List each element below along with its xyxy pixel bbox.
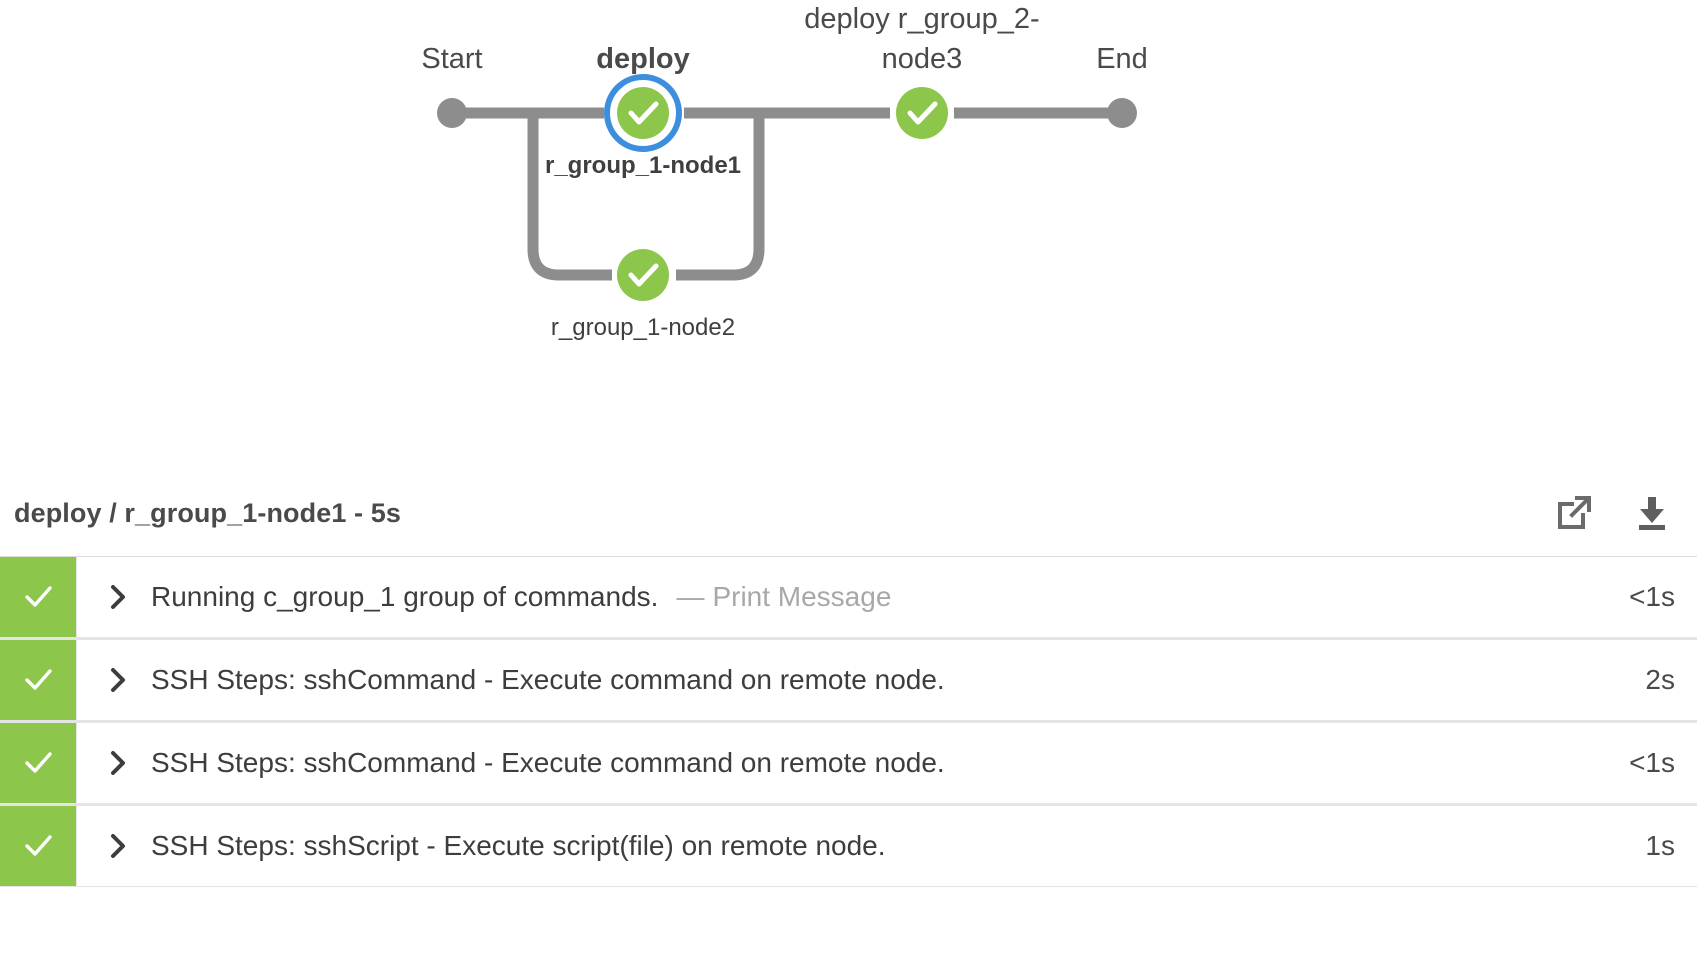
check-icon	[25, 835, 52, 856]
check-icon	[628, 263, 659, 287]
details-actions	[1553, 492, 1683, 534]
graph-edges	[452, 107, 1122, 281]
node-circle-success	[617, 87, 669, 139]
log-row-subtext-value: Print Message	[712, 581, 892, 612]
table-row[interactable]: SSH Steps: sshScript - Execute script(fi…	[0, 806, 1697, 887]
external-link-icon[interactable]	[1553, 492, 1595, 534]
log-row-duration: 1s	[1645, 830, 1675, 861]
log-row-body[interactable]: SSH Steps: sshScript - Execute script(fi…	[76, 806, 1525, 886]
step-details-panel: deploy / r_group_1-node1 - 5s	[0, 470, 1697, 887]
stage-label-deploy[interactable]: deploy	[596, 43, 689, 75]
log-row-subtext: —Print Message	[676, 581, 892, 612]
graph-node-r-group-1-node1[interactable]	[604, 74, 682, 152]
stage-label-deploy-r-group-2-node3-line1: deploy r_group_2-	[804, 3, 1039, 35]
node-label-r-group-1-node2: r_group_1-node2	[551, 314, 735, 341]
table-row[interactable]: SSH Steps: sshCommand - Execute command …	[0, 723, 1697, 806]
chevron-right-icon[interactable]	[107, 665, 129, 695]
stage-label-deploy-r-group-2-node3-line2: node3	[882, 43, 963, 75]
log-row-text: Running c_group_1 group of commands.	[151, 581, 659, 612]
chevron-right-icon[interactable]	[107, 582, 129, 612]
status-badge	[0, 723, 76, 803]
log-row-text: SSH Steps: sshCommand - Execute command …	[151, 664, 945, 695]
chevron-right-icon[interactable]	[107, 748, 129, 778]
log-row-body[interactable]: SSH Steps: sshCommand - Execute command …	[76, 723, 1525, 803]
chevron-right-icon[interactable]	[107, 831, 129, 861]
table-row[interactable]: SSH Steps: sshCommand - Execute command …	[0, 640, 1697, 723]
node-circle-success	[896, 87, 948, 139]
details-header: deploy / r_group_1-node1 - 5s	[0, 470, 1697, 556]
end-label: End	[1096, 43, 1148, 75]
check-icon	[25, 669, 52, 690]
table-row[interactable]: Running c_group_1 group of commands. —Pr…	[0, 557, 1697, 640]
check-icon	[25, 752, 52, 773]
log-row-body[interactable]: SSH Steps: sshCommand - Execute command …	[76, 640, 1525, 720]
log-step-list: Running c_group_1 group of commands. —Pr…	[0, 556, 1697, 887]
edge-branch-left	[527, 113, 612, 281]
log-row-duration: <1s	[1629, 581, 1675, 612]
node-circle-success	[617, 249, 669, 301]
check-icon	[907, 101, 938, 125]
node-label-r-group-1-node1: r_group_1-node1	[545, 152, 741, 179]
log-row-text: SSH Steps: sshCommand - Execute command …	[151, 747, 945, 778]
status-badge	[0, 557, 76, 637]
log-row-body[interactable]: Running c_group_1 group of commands. —Pr…	[76, 557, 1525, 637]
pipeline-graph: Start deploy deploy r_group_2- node3 End…	[0, 0, 1697, 470]
edge-branch-right	[676, 113, 765, 281]
log-row-duration: <1s	[1629, 747, 1675, 778]
end-terminal-dot	[1107, 98, 1137, 128]
download-icon[interactable]	[1631, 492, 1673, 534]
start-label: Start	[421, 43, 482, 75]
status-badge	[0, 640, 76, 720]
selection-ring	[604, 74, 682, 152]
status-badge	[0, 806, 76, 886]
graph-node-r-group-1-node2[interactable]	[617, 249, 669, 301]
details-title: deploy / r_group_1-node1 - 5s	[14, 497, 401, 528]
log-row-text: SSH Steps: sshScript - Execute script(fi…	[151, 830, 886, 861]
graph-node-r-group-2-node3[interactable]	[896, 87, 948, 139]
check-icon	[25, 586, 52, 607]
check-icon	[628, 101, 659, 125]
log-row-duration: 2s	[1645, 664, 1675, 695]
start-terminal-dot	[437, 98, 467, 128]
